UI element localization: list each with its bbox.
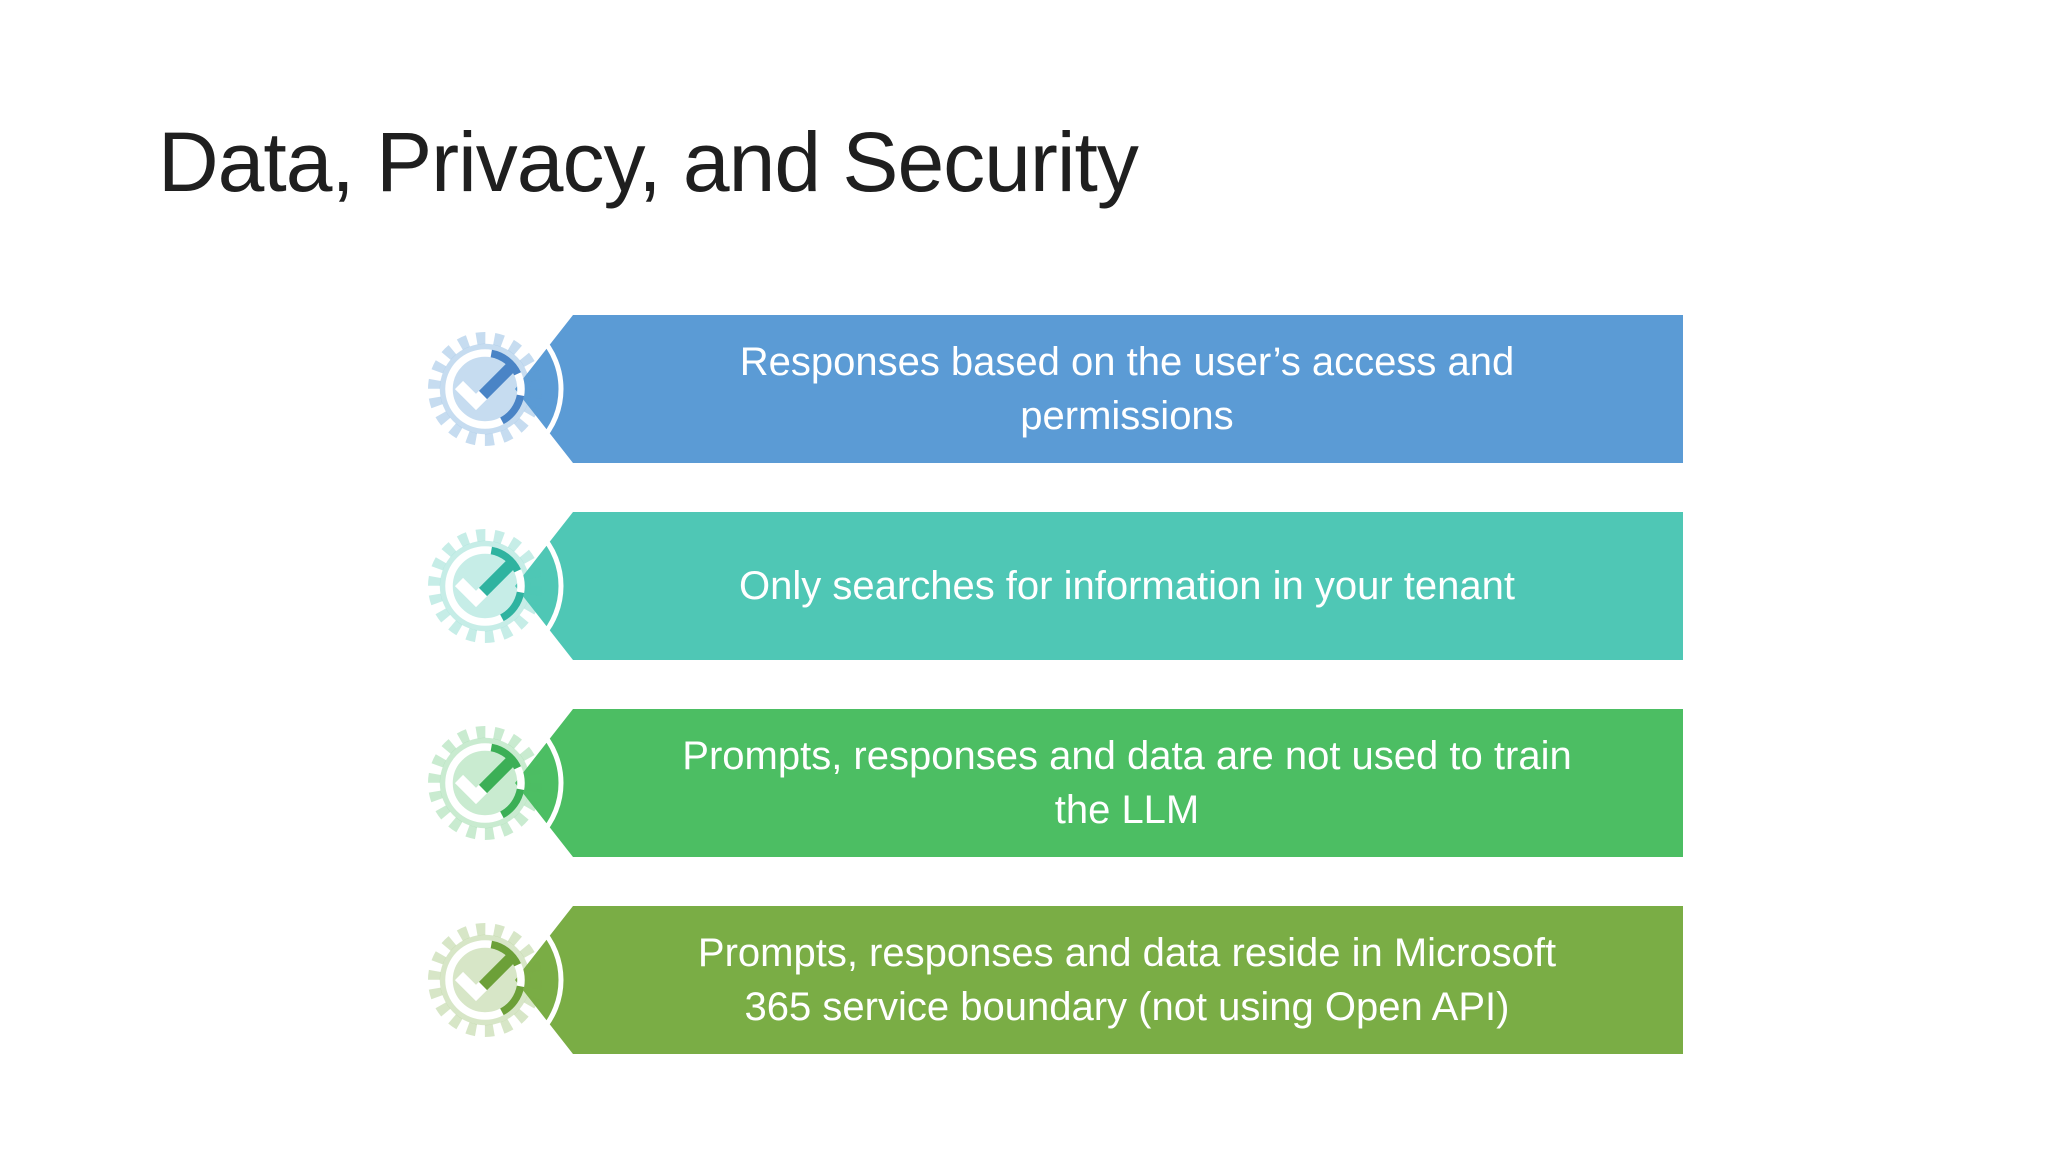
banner-text: Responses based on the user’s access and…	[739, 340, 1515, 438]
banner-ribbon	[515, 709, 1683, 857]
banner-ribbon	[515, 315, 1683, 463]
banner-text: Only searches for information in your te…	[739, 564, 1515, 608]
list-item: Only searches for information in your te…	[406, 507, 1683, 665]
banner-text: Prompts, responses and data are not used…	[682, 734, 1572, 832]
banner-ribbon	[515, 906, 1683, 1054]
check-seal-badge-icon	[406, 310, 564, 468]
list-item: Prompts, responses and data are not used…	[406, 704, 1683, 862]
list-item: Prompts, responses and data reside in Mi…	[406, 901, 1683, 1059]
list-item: Responses based on the user’s access and…	[406, 310, 1683, 468]
slide-title: Data, Privacy, and Security	[158, 115, 1139, 209]
check-seal-badge-icon	[406, 704, 564, 862]
banner-text: Prompts, responses and data reside in Mi…	[697, 931, 1557, 1029]
banner-ribbon	[515, 512, 1683, 660]
check-seal-badge-icon	[406, 901, 564, 1059]
check-seal-badge-icon	[406, 507, 564, 665]
